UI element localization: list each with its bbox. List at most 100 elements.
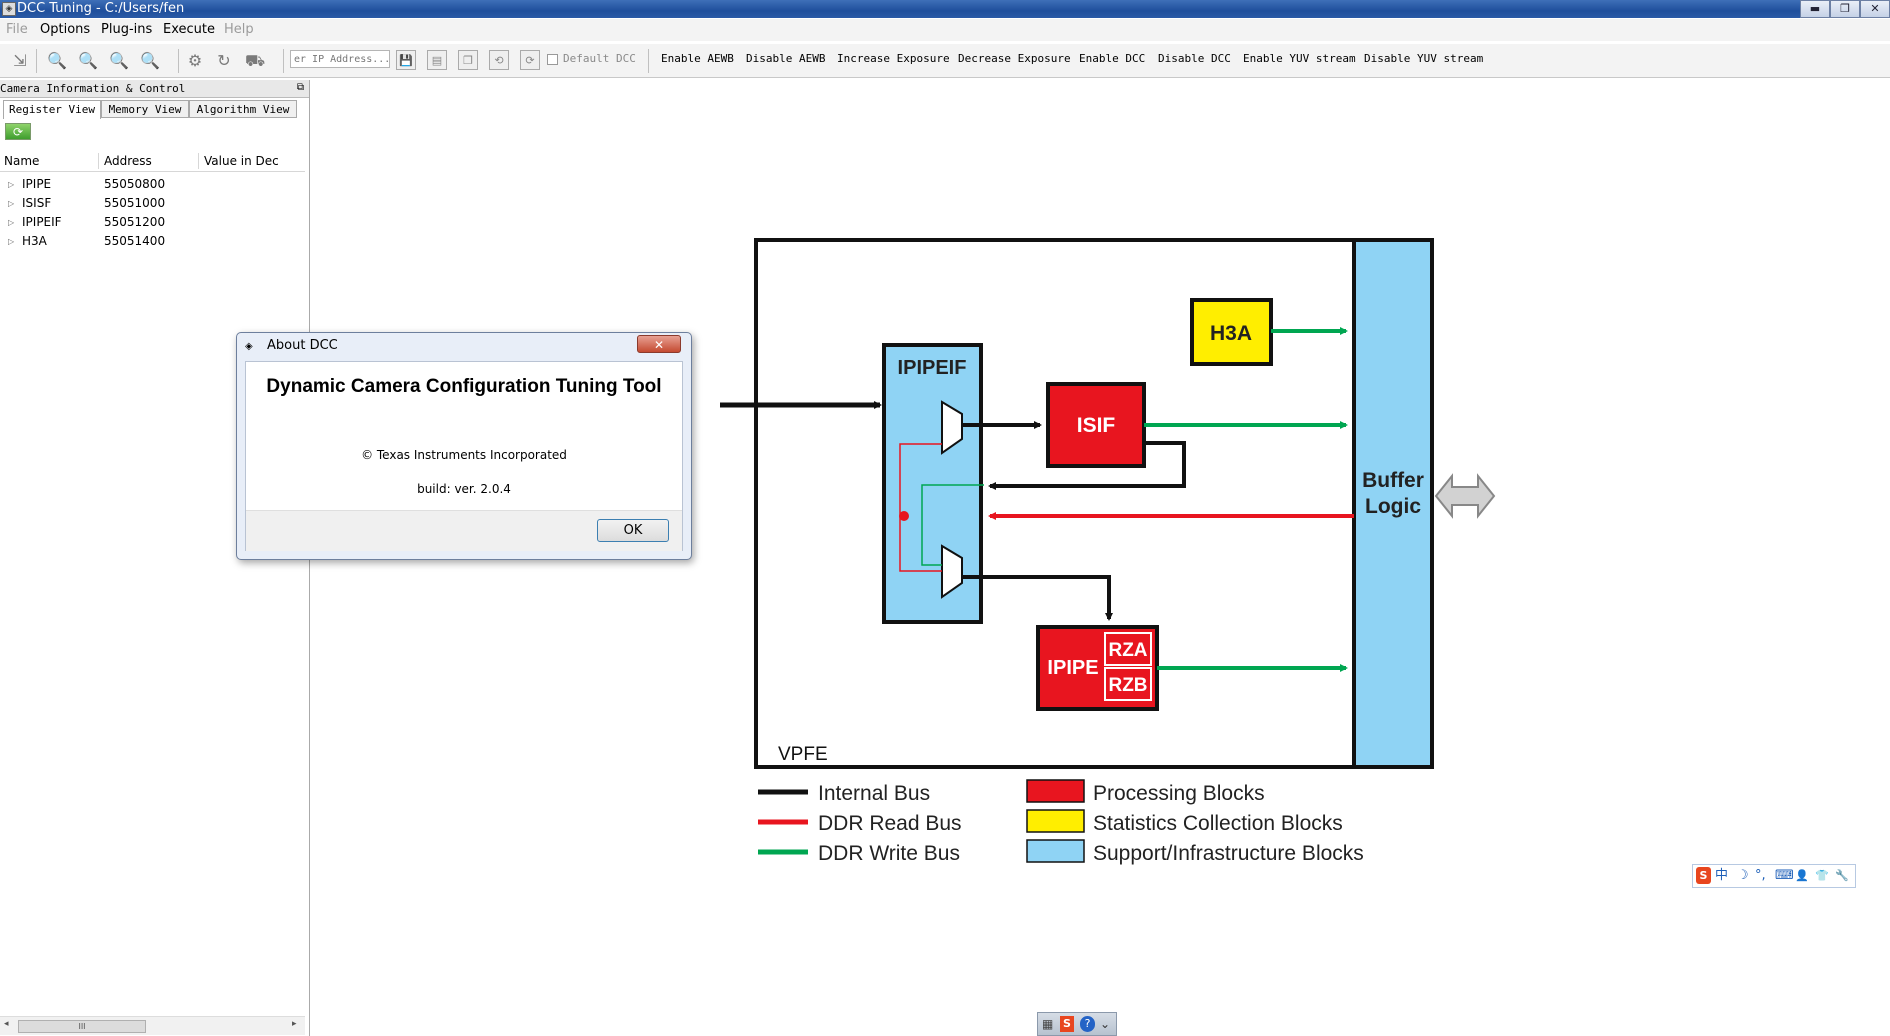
sogou-tray-icon[interactable]: S (1060, 1016, 1074, 1032)
chinese-mode-icon[interactable]: 中 (1715, 868, 1729, 883)
enable-aewb-button[interactable]: Enable AEWB (661, 52, 734, 65)
legend-processing-swatch (1026, 779, 1085, 803)
expand-arrow-icon[interactable]: ▷ (8, 180, 15, 189)
decrease-exposure-button[interactable]: Decrease Exposure (958, 52, 1071, 65)
scroll-thumb[interactable]: III (18, 1020, 146, 1033)
horizontal-scrollbar[interactable]: ◂ III ▸ (0, 1016, 305, 1035)
scroll-right-icon[interactable]: ▸ (292, 1019, 297, 1029)
register-address: 55051000 (104, 196, 166, 210)
bidirectional-arrow-icon (1434, 473, 1496, 519)
toolbar-separator (36, 49, 37, 73)
table-row[interactable]: ▷ ISISF 55051000 (0, 194, 305, 213)
zoom-reset-icon[interactable]: 🔍 (140, 51, 160, 70)
register-name: ISISF (22, 196, 52, 210)
ip-address-input[interactable]: er IP Address... (290, 50, 390, 68)
menu-file[interactable]: File (6, 22, 28, 37)
table-row[interactable]: ▷ H3A 55051400 (0, 232, 305, 251)
expand-arrow-icon[interactable]: ▷ (8, 218, 15, 227)
minimize-button[interactable]: ▬ (1800, 0, 1830, 18)
ipipeif-block (882, 343, 983, 624)
halfwidth-icon[interactable]: ☽ (1737, 868, 1749, 883)
increase-exposure-button[interactable]: Increase Exposure (837, 52, 950, 65)
toolbar-separator (178, 49, 179, 73)
app-icon: ◈ (2, 2, 16, 16)
panel-title: Camera Information & Control (0, 82, 186, 95)
title-bar: ◈ DCC Tuning - C:/Users/fen ▬ ❐ ✕ (0, 0, 1890, 18)
table-row[interactable]: ▷ IPIPE 55050800 (0, 175, 305, 194)
isif-block (1046, 382, 1146, 468)
refresh-registers-button[interactable]: ⟳ (5, 123, 31, 140)
register-name: IPIPEIF (22, 215, 62, 229)
disable-dcc-button[interactable]: Disable DCC (1158, 52, 1231, 65)
dialog-footer: OK (246, 510, 682, 551)
sync-icon[interactable]: ⟳ (520, 50, 540, 70)
register-address: 55051400 (104, 234, 166, 248)
reload-icon[interactable]: ⟲ (489, 50, 509, 70)
sogou-icon[interactable]: S (1696, 867, 1711, 884)
scroll-left-icon[interactable]: ◂ (4, 1019, 9, 1029)
panel-restore-icon[interactable]: ⧉ (296, 82, 305, 93)
table-row[interactable]: ▷ IPIPEIF 55051200 (0, 213, 305, 232)
menu-help[interactable]: Help (224, 22, 254, 37)
tools-icon[interactable]: 🔧 (1835, 869, 1849, 882)
chevron-down-icon[interactable]: ⌄ (1100, 1017, 1111, 1031)
zoom-in-icon[interactable]: 🔍 (47, 51, 67, 70)
zoom-fit-icon[interactable]: 🔍 (109, 51, 129, 70)
rza-box (1104, 632, 1152, 666)
ok-button[interactable]: OK (597, 519, 669, 542)
register-address: 55050800 (104, 177, 166, 191)
about-build: build: ver. 2.0.4 (417, 482, 511, 496)
connect-icon[interactable]: ⛟ (245, 51, 266, 70)
pointer-icon[interactable]: ⇲ (13, 51, 27, 70)
mux-top (941, 400, 963, 455)
maximize-button[interactable]: ❐ (1830, 0, 1860, 18)
register-grid-header: Name Address Value in Dec (0, 151, 305, 172)
zoom-out-icon[interactable]: 🔍 (78, 51, 98, 70)
column-value-in-dec[interactable]: Value in Dec (204, 154, 279, 168)
save-icon[interactable]: 💾 (396, 50, 416, 70)
about-heading: Dynamic Camera Configuration Tuning Tool (266, 376, 662, 397)
menu-options[interactable]: Options (40, 22, 91, 37)
punctuation-icon[interactable]: °, (1755, 868, 1766, 883)
ime-toolbar: S 中 ☽ °, ⌨ 👤 👕 🔧 (1692, 864, 1856, 888)
yuv-save-icon[interactable]: ▤ (427, 50, 447, 70)
disable-yuv-stream-button[interactable]: Disable YUV stream (1364, 52, 1484, 65)
grid-icon[interactable]: ▦ (1042, 1017, 1054, 1031)
column-address[interactable]: Address (104, 154, 152, 168)
refresh-icon[interactable]: ↻ (217, 51, 231, 70)
register-address: 55051200 (104, 215, 166, 229)
enable-dcc-button[interactable]: Enable DCC (1079, 52, 1146, 65)
settings-icon[interactable]: ⚙ (187, 51, 203, 70)
about-dialog: ◈ About DCC ✕ Dynamic Camera Configurati… (236, 332, 692, 560)
legend-processing: Processing Blocks (1093, 782, 1265, 805)
disable-aewb-button[interactable]: Disable AEWB (746, 52, 826, 65)
h3a-block (1190, 298, 1273, 366)
user-icon[interactable]: 👤 (1795, 869, 1809, 882)
dialog-close-button[interactable]: ✕ (637, 335, 681, 353)
keyboard-icon[interactable]: ⌨ (1775, 868, 1794, 883)
panel-title-bar: Camera Information & Control ⧉ (0, 80, 309, 98)
enable-yuv-stream-button[interactable]: Enable YUV stream (1243, 52, 1356, 65)
about-copyright: © Texas Instruments Incorporated (361, 448, 567, 462)
legend-support: Support/Infrastructure Blocks (1093, 842, 1364, 865)
expand-arrow-icon[interactable]: ▷ (8, 199, 15, 208)
close-button[interactable]: ✕ (1860, 0, 1890, 18)
skin-icon[interactable]: 👕 (1815, 869, 1829, 882)
toolbar: ⇲ 🔍 🔍 🔍 🔍 ⚙ ↻ ⛟ er IP Address... 💾 ▤ ❐ ⟲… (0, 44, 1890, 78)
ipipeif-to-ipipe-bus (962, 575, 1113, 621)
legend-statistics: Statistics Collection Blocks (1093, 812, 1343, 835)
expand-arrow-icon[interactable]: ▷ (8, 237, 15, 246)
column-name[interactable]: Name (4, 154, 40, 168)
copy-icon[interactable]: ❐ (458, 50, 478, 70)
legend-statistics-swatch (1026, 809, 1085, 833)
tab-register-view[interactable]: Register View (3, 100, 101, 119)
tab-algorithm-view[interactable]: Algorithm View (189, 100, 297, 118)
toolbar-separator (648, 49, 649, 73)
menu-plugins[interactable]: Plug-ins (101, 22, 153, 37)
default-dcc-checkbox[interactable] (547, 54, 558, 65)
tab-memory-view[interactable]: Memory View (101, 100, 189, 118)
help-icon[interactable]: ? (1080, 1016, 1095, 1032)
vpfe-diagram: VPFE Buffer Logic IPIPEIF ISIF H3A IPIPE… (720, 238, 1496, 865)
internal-red-path (899, 443, 942, 572)
menu-execute[interactable]: Execute (163, 22, 215, 37)
